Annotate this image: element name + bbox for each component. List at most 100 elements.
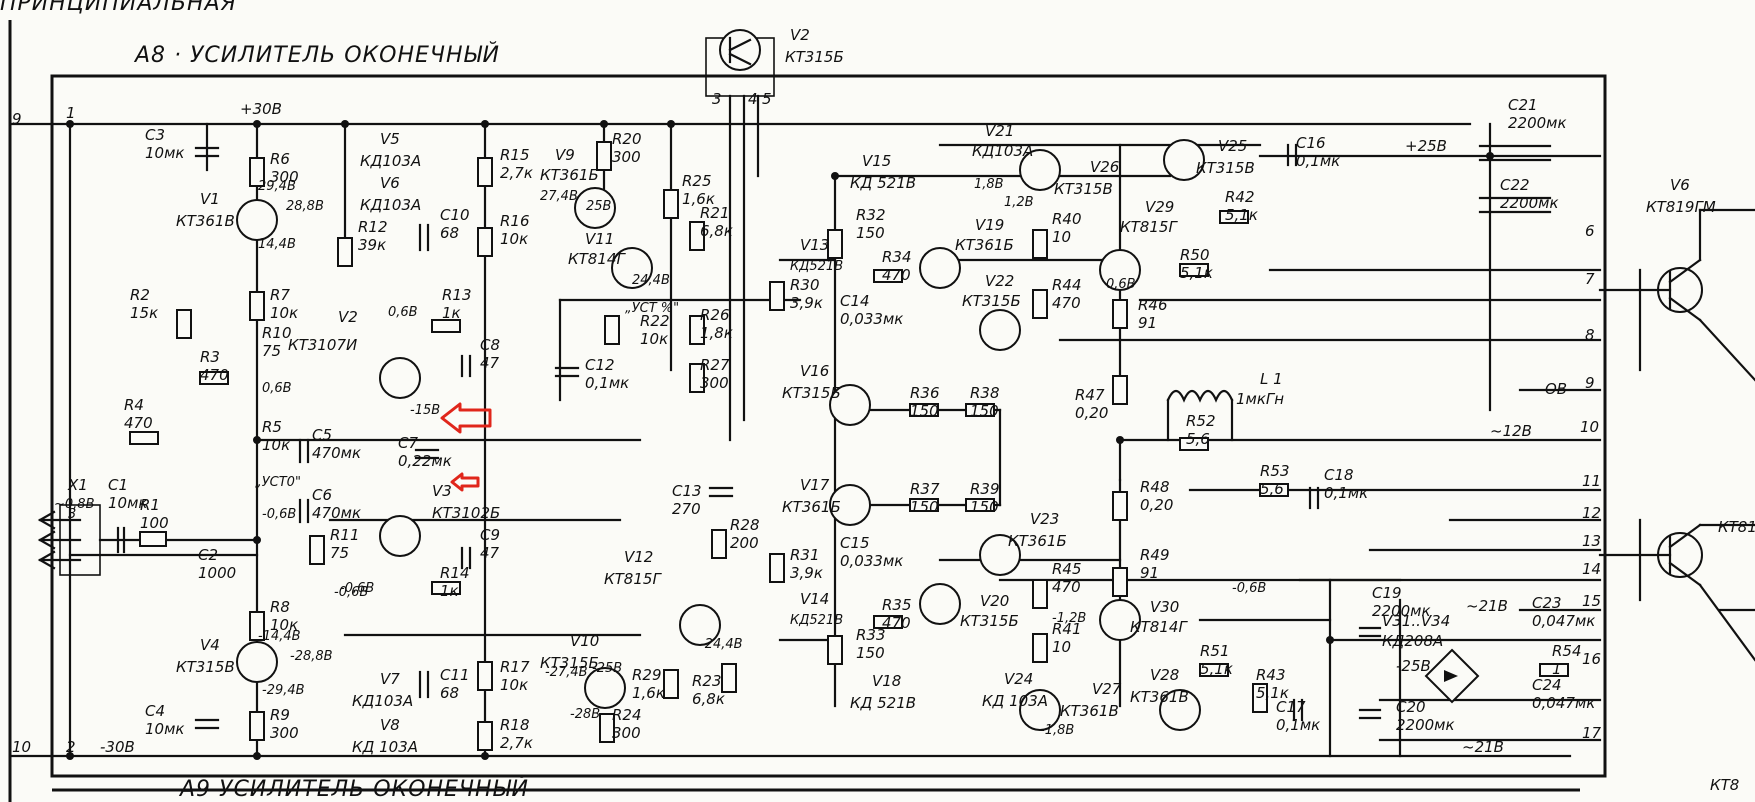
resistor-value-label: 15к (130, 304, 158, 322)
component-ref: V4 (200, 636, 220, 654)
connector-x1-label: X1 (67, 476, 88, 494)
resistor-value-label: 150 (970, 498, 999, 516)
resistor-value-label: 2,7к (500, 734, 533, 752)
component-ref: V20 (980, 592, 1009, 610)
capacitor-ref-label: C11 (440, 666, 470, 684)
resistor-value-label: 10к (500, 230, 528, 248)
voltage-label: 29,4В (258, 179, 296, 194)
capacitor-value-label: 0,047мк (1532, 612, 1595, 630)
resistor-value-label: 5,6 (1260, 480, 1284, 498)
capacitor-value-label: 0,22мк (398, 452, 452, 470)
component-ref: V19 (975, 216, 1004, 234)
voltage-label: -14,4В (258, 629, 301, 644)
resistor-ref-label: R17 (500, 658, 530, 676)
resistor-value-label: 91 (1140, 564, 1159, 582)
capacitor-value-label: 1000 (198, 564, 236, 582)
component-type: КТ315Б (785, 48, 844, 66)
component-ref: V21 (985, 122, 1014, 140)
voltage-label: -0,6В (334, 585, 368, 600)
component-ref: V9 (555, 146, 575, 164)
component-ref: V1 (200, 190, 220, 208)
component-type: КТ815Г (1120, 218, 1178, 236)
resistor-ref-label: R52 (1186, 412, 1216, 430)
resistor-ref-label: R13 (442, 286, 472, 304)
component-ref: V30 (1150, 598, 1179, 616)
capacitor-ref-label: C5 (312, 426, 332, 444)
voltage-label: 14,4В (258, 237, 296, 252)
voltage-labels: 29,4В28,8В14,4В0,6В0,6В-15В-0,6В-0,6В-14… (54, 177, 1266, 738)
resistor-ref-label: R49 (1140, 546, 1170, 564)
component-type: КД103А (360, 152, 421, 170)
red-annotation-arrows (440, 402, 492, 492)
resistor-value-label: 10 (1052, 228, 1071, 246)
block-title: А8 · УСИЛИТЕЛЬ ОКОНЕЧНЫЙ (133, 42, 500, 68)
resistor-value-label: 300 (270, 168, 299, 186)
voltage-label: 27,4В (540, 189, 578, 204)
component-ref: V25 (1218, 137, 1247, 155)
resistor-ref-label: R34 (882, 248, 912, 266)
capacitor-ref-label: C20 (1396, 698, 1426, 716)
red-arrow-small-icon (450, 472, 480, 492)
component-type: КД208А (1382, 632, 1443, 650)
resistor-value-label: 75 (262, 342, 281, 360)
voltage-label: 25В (586, 199, 612, 214)
component-type: КТ819ГМ (1646, 198, 1716, 216)
resistor-value-label: 0,20 (1140, 496, 1173, 514)
capacitor-value-label: 0,1мк (585, 374, 629, 392)
capacitor-ref-label: C8 (480, 336, 500, 354)
component-type: КТ315Б (782, 384, 841, 402)
resistor-value-label: 150 (856, 644, 885, 662)
resistor-ref-label: R46 (1138, 296, 1168, 314)
resistor-ref-label: R51 (1200, 642, 1230, 660)
component-type: КД 521В (850, 694, 916, 712)
resistor-ref-label: R25 (682, 172, 712, 190)
capacitor-glyphs (194, 143, 1552, 730)
rail-ac12-label: ~12В (1490, 422, 1532, 440)
component-type: КТ315Б (962, 292, 1021, 310)
capacitor-ref-label: C7 (398, 434, 418, 452)
component-ref: V10 (570, 632, 599, 650)
terminal-label: 2 (66, 738, 76, 756)
component-type: КТ3107И (288, 336, 357, 354)
component-type: КТ361В (176, 212, 235, 230)
junction-dots (66, 120, 1494, 760)
component-type: КТ3102Б (432, 504, 500, 522)
rail-neg25-label: -25В (1396, 657, 1431, 675)
component-ref: V29 (1145, 198, 1174, 216)
component-ref: V17 (800, 476, 830, 494)
capacitor-ref-label: C17 (1276, 698, 1306, 716)
resistor-ref-label: R40 (1052, 210, 1082, 228)
rail-ac21-label: ~21В (1466, 597, 1508, 615)
resistor-ref-label: R54 (1552, 642, 1582, 660)
capacitor-value-label: 0,1мк (1276, 716, 1320, 734)
resistor-value-label: 470 (124, 414, 153, 432)
component-ref: V28 (1150, 666, 1179, 684)
terminal-label: 3 (68, 507, 76, 522)
voltage-label: -15В (410, 403, 440, 418)
resistor-value-label: 470 (200, 366, 229, 384)
capacitor-ref-label: C4 (145, 702, 165, 720)
resistor-ref-label: R24 (612, 706, 642, 724)
resistor-value-label: 470 (882, 266, 911, 284)
terminal-label: 17 (1582, 724, 1602, 742)
resistor-ref-label: R11 (330, 526, 360, 544)
resistor-value-label: 300 (612, 724, 641, 742)
capacitor-value-label: 47 (480, 354, 500, 372)
component-ref: V22 (985, 272, 1014, 290)
resistor-ref-label: R32 (856, 206, 886, 224)
capacitor-labels: C110мкC21000C310мкC410мкC5470мкC6470мкC7… (108, 96, 1595, 738)
component-ref: V6 (380, 174, 400, 192)
transistor-glyphs (236, 139, 1205, 731)
capacitor-ref-label: C2 (198, 546, 218, 564)
capacitor-value-label: 470мк (312, 504, 361, 522)
capacitor-value-label: 47 (480, 544, 500, 562)
resistor-ref-label: R31 (790, 546, 820, 564)
resistor-value-label: 150 (910, 402, 939, 420)
capacitor-value-label: 2200мк (1500, 194, 1559, 212)
resistor-ref-label: R48 (1140, 478, 1170, 496)
component-ref: V2 (338, 308, 358, 326)
component-ref: V6 (1670, 176, 1690, 194)
component-type: КД521В (790, 613, 843, 628)
component-ref: V26 (1090, 158, 1119, 176)
